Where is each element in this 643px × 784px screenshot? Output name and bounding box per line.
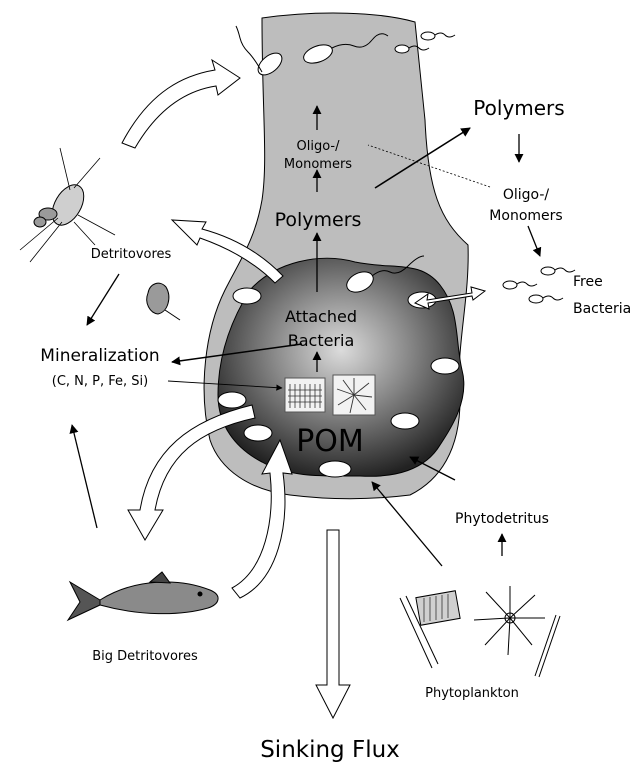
polymers-center-label: Polymers <box>275 209 362 231</box>
big-detritovores-label: Big Detritovores <box>92 649 198 664</box>
free-bacteria-right <box>503 267 575 303</box>
sinking-flux-arrow <box>316 530 350 718</box>
phytoplankton-label: Phytoplankton <box>425 686 519 701</box>
oligo-monomers-top-line1: Oligo-/ <box>297 139 341 154</box>
free-bacteria-line1: Free <box>573 274 603 290</box>
phytodetritus-label: Phytodetritus <box>455 511 549 527</box>
detritovores-label: Detritovores <box>91 247 172 262</box>
copepod-illustration <box>20 148 115 262</box>
free-bacteria-line2: Bacteria <box>573 301 631 317</box>
hollow-arrow-top <box>122 60 240 148</box>
elements-label: (C, N, P, Fe, Si) <box>52 374 148 389</box>
polymers-right-label: Polymers <box>473 96 564 120</box>
attached-bacteria-line2: Bacteria <box>288 331 355 350</box>
rotifer-illustration <box>147 283 180 320</box>
phytoplankton-illustration <box>400 586 560 677</box>
sinking-flux-label: Sinking Flux <box>260 737 400 763</box>
oligo-monomers-right-line2: Monomers <box>489 208 562 224</box>
star-diatom-image <box>333 375 375 415</box>
oligo-monomers-right-line1: Oligo-/ <box>503 187 550 203</box>
fish-illustration <box>68 572 218 620</box>
attached-bacteria-line1: Attached <box>285 307 357 326</box>
oligo-monomers-top-line2: Monomers <box>284 157 352 172</box>
pom-label: POM <box>296 424 364 459</box>
diatom-image <box>285 378 325 412</box>
mineralization-label: Mineralization <box>40 346 159 366</box>
